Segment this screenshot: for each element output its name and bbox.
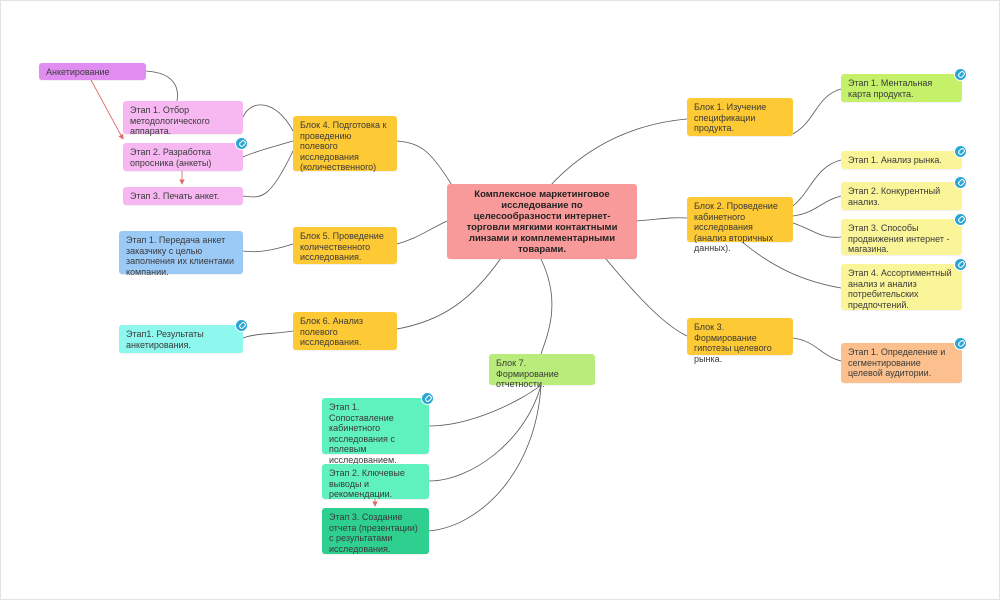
node-b7-stage-2[interactable]: Этап 2. Ключевые выводы и рекомендации. — [322, 464, 429, 499]
connector-b1-e1 — [792, 88, 842, 135]
connector-b2-e2 — [792, 195, 842, 217]
connector-center-b2 — [636, 217, 688, 222]
node-b7-stage-1[interactable]: Этап 1. Сопоставление кабинетного исслед… — [322, 392, 434, 465]
connector-b4-e2 — [242, 140, 294, 158]
node-b2-stage-3[interactable]: Этап 3. Способы продвижения интернет - м… — [841, 213, 967, 255]
central-topic-label: Комплексное маркетинговое исследование п… — [466, 188, 618, 255]
connector-b7-e1 — [428, 384, 542, 427]
node-b2-stage-2[interactable]: Этап 2. Конкурентный анализ. — [841, 176, 967, 210]
node-block-3[interactable]: Блок 3. Формирование гипотезы целевого р… — [687, 318, 793, 364]
connector-b2-e4 — [740, 240, 842, 289]
connector-b4-e3 — [242, 150, 294, 198]
node-b4-stage-2[interactable]: Этап 2. Разработка опросника (анкеты) — [123, 137, 248, 171]
connector-b3-e1 — [792, 337, 842, 362]
node-block-6[interactable]: Блок 6. Анализ полевого исследования. — [293, 312, 397, 350]
node-block-7[interactable]: Блок 7. Формирование отчетности. — [489, 354, 595, 389]
link-icon[interactable] — [235, 319, 248, 332]
arrow-anket-to-e2 — [90, 79, 124, 140]
node-b2-stage-1[interactable]: Этап 1. Анализ рынка. — [841, 145, 967, 169]
connector-center-b4 — [396, 140, 454, 188]
connector-center-b5 — [396, 220, 448, 245]
node-b4-stage-3[interactable]: Этап 3. Печать анкет. — [123, 187, 243, 205]
link-icon[interactable] — [954, 337, 967, 350]
connector-anket-e1 — [145, 70, 178, 102]
central-topic-node[interactable]: Комплексное маркетинговое исследование п… — [447, 184, 637, 259]
node-block-5[interactable]: Блок 5. Проведение количественного иссле… — [293, 227, 397, 264]
link-icon[interactable] — [954, 213, 967, 226]
link-icon[interactable] — [954, 176, 967, 189]
link-icon[interactable] — [954, 68, 967, 81]
connector-b6-e1 — [242, 330, 294, 339]
connector-b7-e2 — [428, 384, 542, 482]
node-b4-stage-1[interactable]: Этап 1. Отбор методологического аппарата… — [123, 101, 243, 136]
connector-b5-e1 — [242, 243, 294, 253]
node-b1-stage-1[interactable]: Этап 1. Ментальная карта продукта. — [841, 68, 967, 102]
node-block-4[interactable]: Блок 4. Подготовка к проведению полевого… — [293, 116, 397, 172]
link-icon[interactable] — [421, 392, 434, 405]
connector-b2-e3 — [792, 222, 842, 238]
node-block-2[interactable]: Блок 2. Проведение кабинетного исследова… — [687, 197, 793, 253]
link-icon[interactable] — [954, 145, 967, 158]
connector-center-b3 — [605, 258, 688, 337]
node-b2-stage-4[interactable]: Этап 4. Ассортиментный анализ и анализ п… — [841, 258, 967, 310]
connector-center-b7 — [540, 258, 553, 355]
connector-center-b1 — [548, 118, 688, 188]
node-block-1[interactable]: Блок 1. Изучение спецификации продукта. — [687, 98, 793, 136]
link-icon[interactable] — [235, 137, 248, 150]
connector-b2-e1 — [792, 159, 842, 207]
connector-b4-e1 — [242, 104, 294, 132]
node-b6-stage-1[interactable]: Этап1. Результаты анкетирования. — [119, 319, 248, 353]
node-b5-stage-1[interactable]: Этап 1. Передача анкет заказчику с целью… — [119, 231, 243, 277]
node-anketirovanie[interactable]: Анкетирование — [39, 63, 146, 80]
node-b7-stage-3[interactable]: Этап 3. Создание отчета (презентации) с … — [322, 508, 429, 554]
connector-center-b6 — [396, 257, 502, 330]
node-b3-stage-1[interactable]: Этап 1. Определение и сегментирование це… — [841, 337, 967, 383]
connector-b7-e3 — [428, 384, 542, 532]
link-icon[interactable] — [954, 258, 967, 271]
